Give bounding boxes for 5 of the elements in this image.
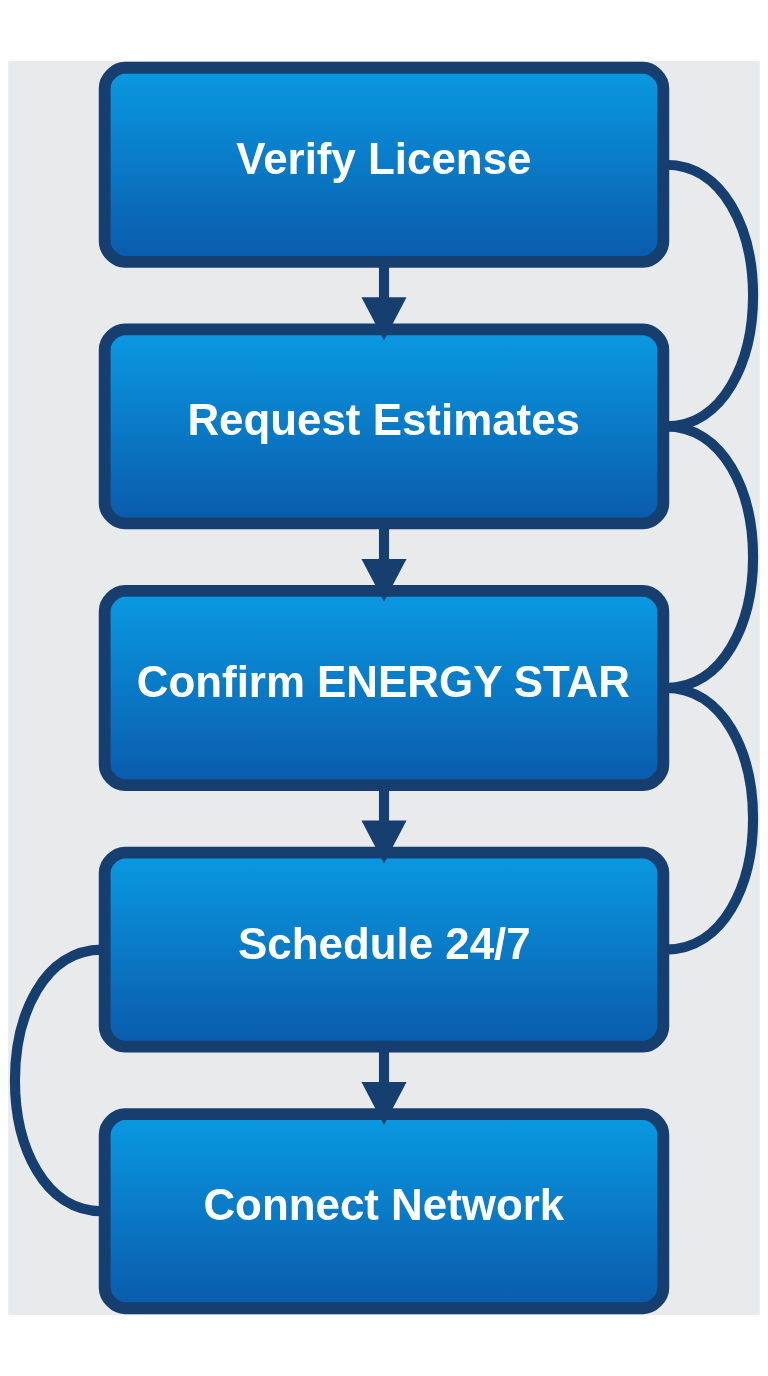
node-box: Connect Network — [98, 1108, 670, 1315]
node-box: Verify License — [98, 61, 670, 268]
node-box: Schedule 24/7 — [98, 846, 670, 1053]
node-box: Request Estimates — [98, 323, 670, 530]
node-box: Confirm ENERGY STAR — [98, 585, 670, 791]
